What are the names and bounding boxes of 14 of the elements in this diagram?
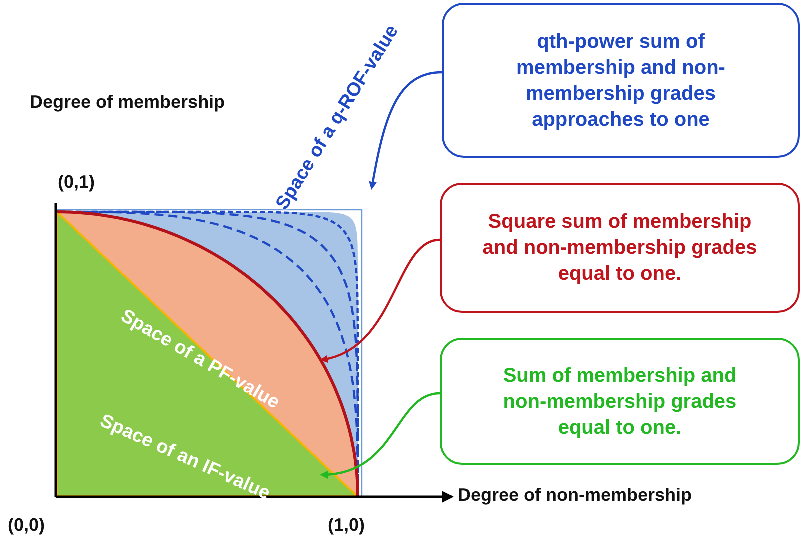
axis-label: Degree of membership	[30, 92, 226, 113]
callout-box	[442, 3, 800, 158]
leader-arrow	[320, 238, 440, 362]
callout-box	[440, 338, 800, 465]
callout-box	[440, 183, 800, 313]
leader-arrow	[320, 392, 440, 478]
callout-text: qth-power sum of membership and non-membership grades approaches to one	[516, 30, 726, 132]
leader-arrow	[369, 71, 442, 190]
callout-text: Sum of membership and non-membership grades equal to one.	[502, 364, 738, 440]
callout-text: Square sum of membership and non-membership grades equal to one.	[482, 210, 758, 287]
axis-label: (0,0)	[8, 515, 46, 536]
axis-label: (0,1)	[58, 172, 96, 193]
axis-label: (1,0)	[328, 515, 366, 536]
axis-label: Degree of non-membership	[458, 485, 692, 506]
